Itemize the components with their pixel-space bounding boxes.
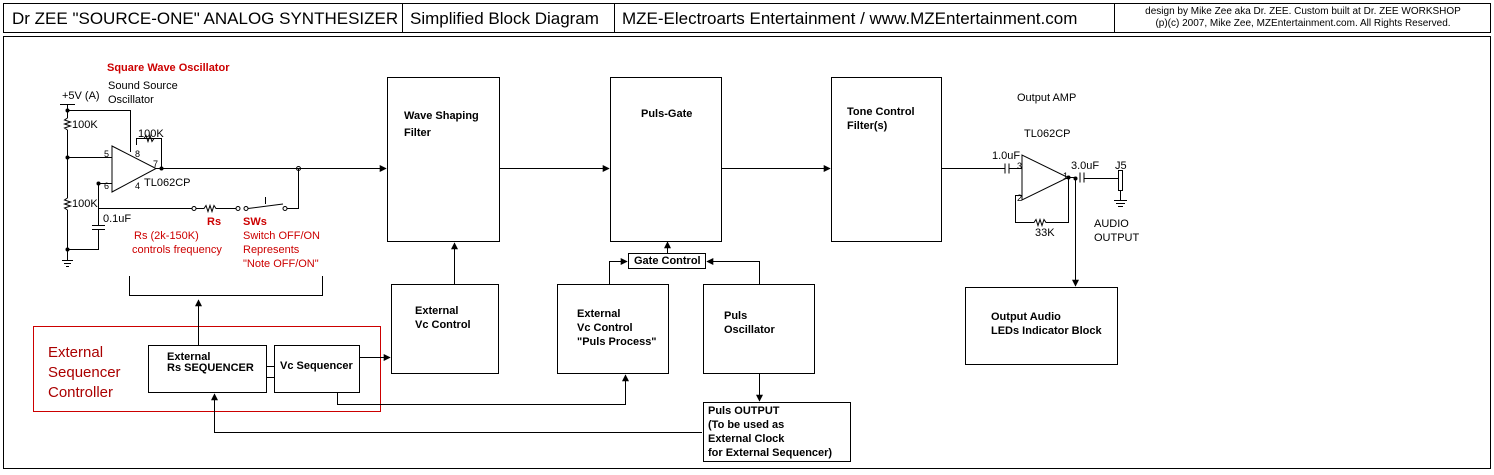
supply-label: +5V (A) (62, 90, 100, 102)
ext-controller-line-1: External (48, 344, 104, 361)
credit-line-1: design by Mike Zee aka Dr. ZEE. Custom b… (1145, 6, 1461, 17)
puls-gate-block (610, 77, 722, 242)
output-amp-ic: TL062CP (1024, 128, 1071, 140)
amp-rfb-label: 33K (1035, 227, 1055, 239)
audio-output-label-1: AUDIO (1094, 218, 1129, 230)
title-frame (3, 3, 1491, 33)
ext-vc-label-1: External (415, 305, 459, 317)
output-leds-block (965, 287, 1118, 365)
r2-label: 100K (72, 198, 98, 210)
output-leds-label-1: Output Audio (991, 311, 1061, 323)
ext-vc-label-2: Vc Control (415, 319, 471, 331)
puls-osc-label-2: Oscillator (724, 324, 775, 336)
pin4-label: 4 (135, 181, 141, 191)
osc-ic-label: TL062CP (144, 177, 191, 189)
credit-line-2: (p)(c) 2007, Mike Zee, MZEntertainment.c… (1155, 18, 1451, 29)
output-amp-title: Output AMP (1017, 92, 1077, 104)
rs-desc-2: controls frequency (132, 244, 222, 256)
amp-pin1: 1 (1063, 171, 1069, 181)
sw-desc-1: Switch OFF/ON (243, 230, 321, 242)
tone-control-label-2: Filter(s) (847, 120, 888, 132)
sw-label: SWs (243, 216, 267, 228)
puls-out-label-3: External Clock (708, 433, 785, 445)
page-frame (3, 36, 1491, 469)
vc-seq-label: Vc Sequencer (280, 360, 353, 372)
puls-out-block (703, 402, 851, 462)
rs-label: Rs (207, 216, 222, 228)
rs-seq-block (148, 345, 267, 393)
ext-vc-puls-label-3: "Puls Process" (577, 336, 657, 348)
ext-vc-puls-label-2: Vc Control (577, 322, 633, 334)
sw-desc-2: Represents (243, 244, 300, 256)
ext-controller-line-2: Sequencer (48, 364, 121, 381)
oscillator-desc-2: Oscillator (108, 94, 154, 106)
ext-controller-line-3: Controller (48, 384, 114, 401)
vc-seq-block (274, 345, 360, 393)
amp-pin3: 3 (1017, 161, 1023, 171)
rs-seq-label-1: External (167, 351, 211, 363)
rs-desc-1: Rs (2k-150K) (134, 230, 199, 242)
tone-control-label-1: Tone Control (847, 106, 915, 118)
ext-controller-frame (33, 326, 381, 412)
jack-label: J5 (1115, 160, 1127, 172)
oscillator-desc-1: Sound Source (108, 80, 178, 92)
wave-shaping-label-1: Wave Shaping (404, 110, 479, 122)
pin5-label: 5 (104, 149, 110, 159)
oscillator-title: Square Wave Oscillator (107, 62, 230, 74)
diagram-title: Dr ZEE "SOURCE-ONE" ANALOG SYNTHESIZER (12, 9, 399, 28)
cap-in-label: 1.0uF (992, 150, 1021, 162)
amp-pin2: 2 (1017, 193, 1023, 203)
puls-gate-label: Puls-Gate (641, 108, 693, 120)
diagram-subtitle: Simplified Block Diagram (410, 9, 599, 28)
rs-seq-label-2: Rs SEQUENCER (167, 362, 254, 374)
rfb-label: 100K (138, 128, 164, 140)
output-leds-label-2: LEDs Indicator Block (991, 325, 1102, 337)
sw-desc-3: "Note OFF/ON" (243, 258, 319, 270)
r1-label: 100K (72, 119, 98, 131)
puls-osc-block (703, 284, 815, 374)
pin6-label: 6 (104, 181, 110, 191)
wave-shaping-label-2: Filter (404, 127, 431, 139)
audio-output-label-2: OUTPUT (1094, 232, 1140, 244)
ext-vc-puls-block (557, 284, 669, 374)
company-name: MZE-Electroarts Entertainment / www.MZEn… (622, 9, 1078, 28)
puls-out-label-4: for External Sequencer) (708, 447, 833, 459)
puls-out-label-1: Puls OUTPUT (708, 405, 780, 417)
gate-control-label: Gate Control (634, 255, 701, 267)
puls-osc-label-1: Puls (724, 310, 748, 322)
ext-vc-puls-label-1: External (577, 308, 621, 320)
wave-shaping-block (387, 77, 500, 242)
pin7-label: 7 (153, 159, 159, 169)
pin8-label: 8 (135, 149, 141, 159)
gate-control-block (628, 253, 706, 269)
cap-label: 0.1uF (103, 213, 132, 225)
puls-out-label-2: (To be used as (708, 419, 785, 431)
cap-out-label: 3.0uF (1071, 160, 1100, 172)
ext-vc-block (391, 284, 499, 374)
tone-control-block (831, 77, 942, 242)
credit-block: design by Mike Zee aka Dr. ZEE. Custom b… (1128, 6, 1478, 30)
ext-controller-label: External Sequencer Controller (48, 343, 121, 403)
